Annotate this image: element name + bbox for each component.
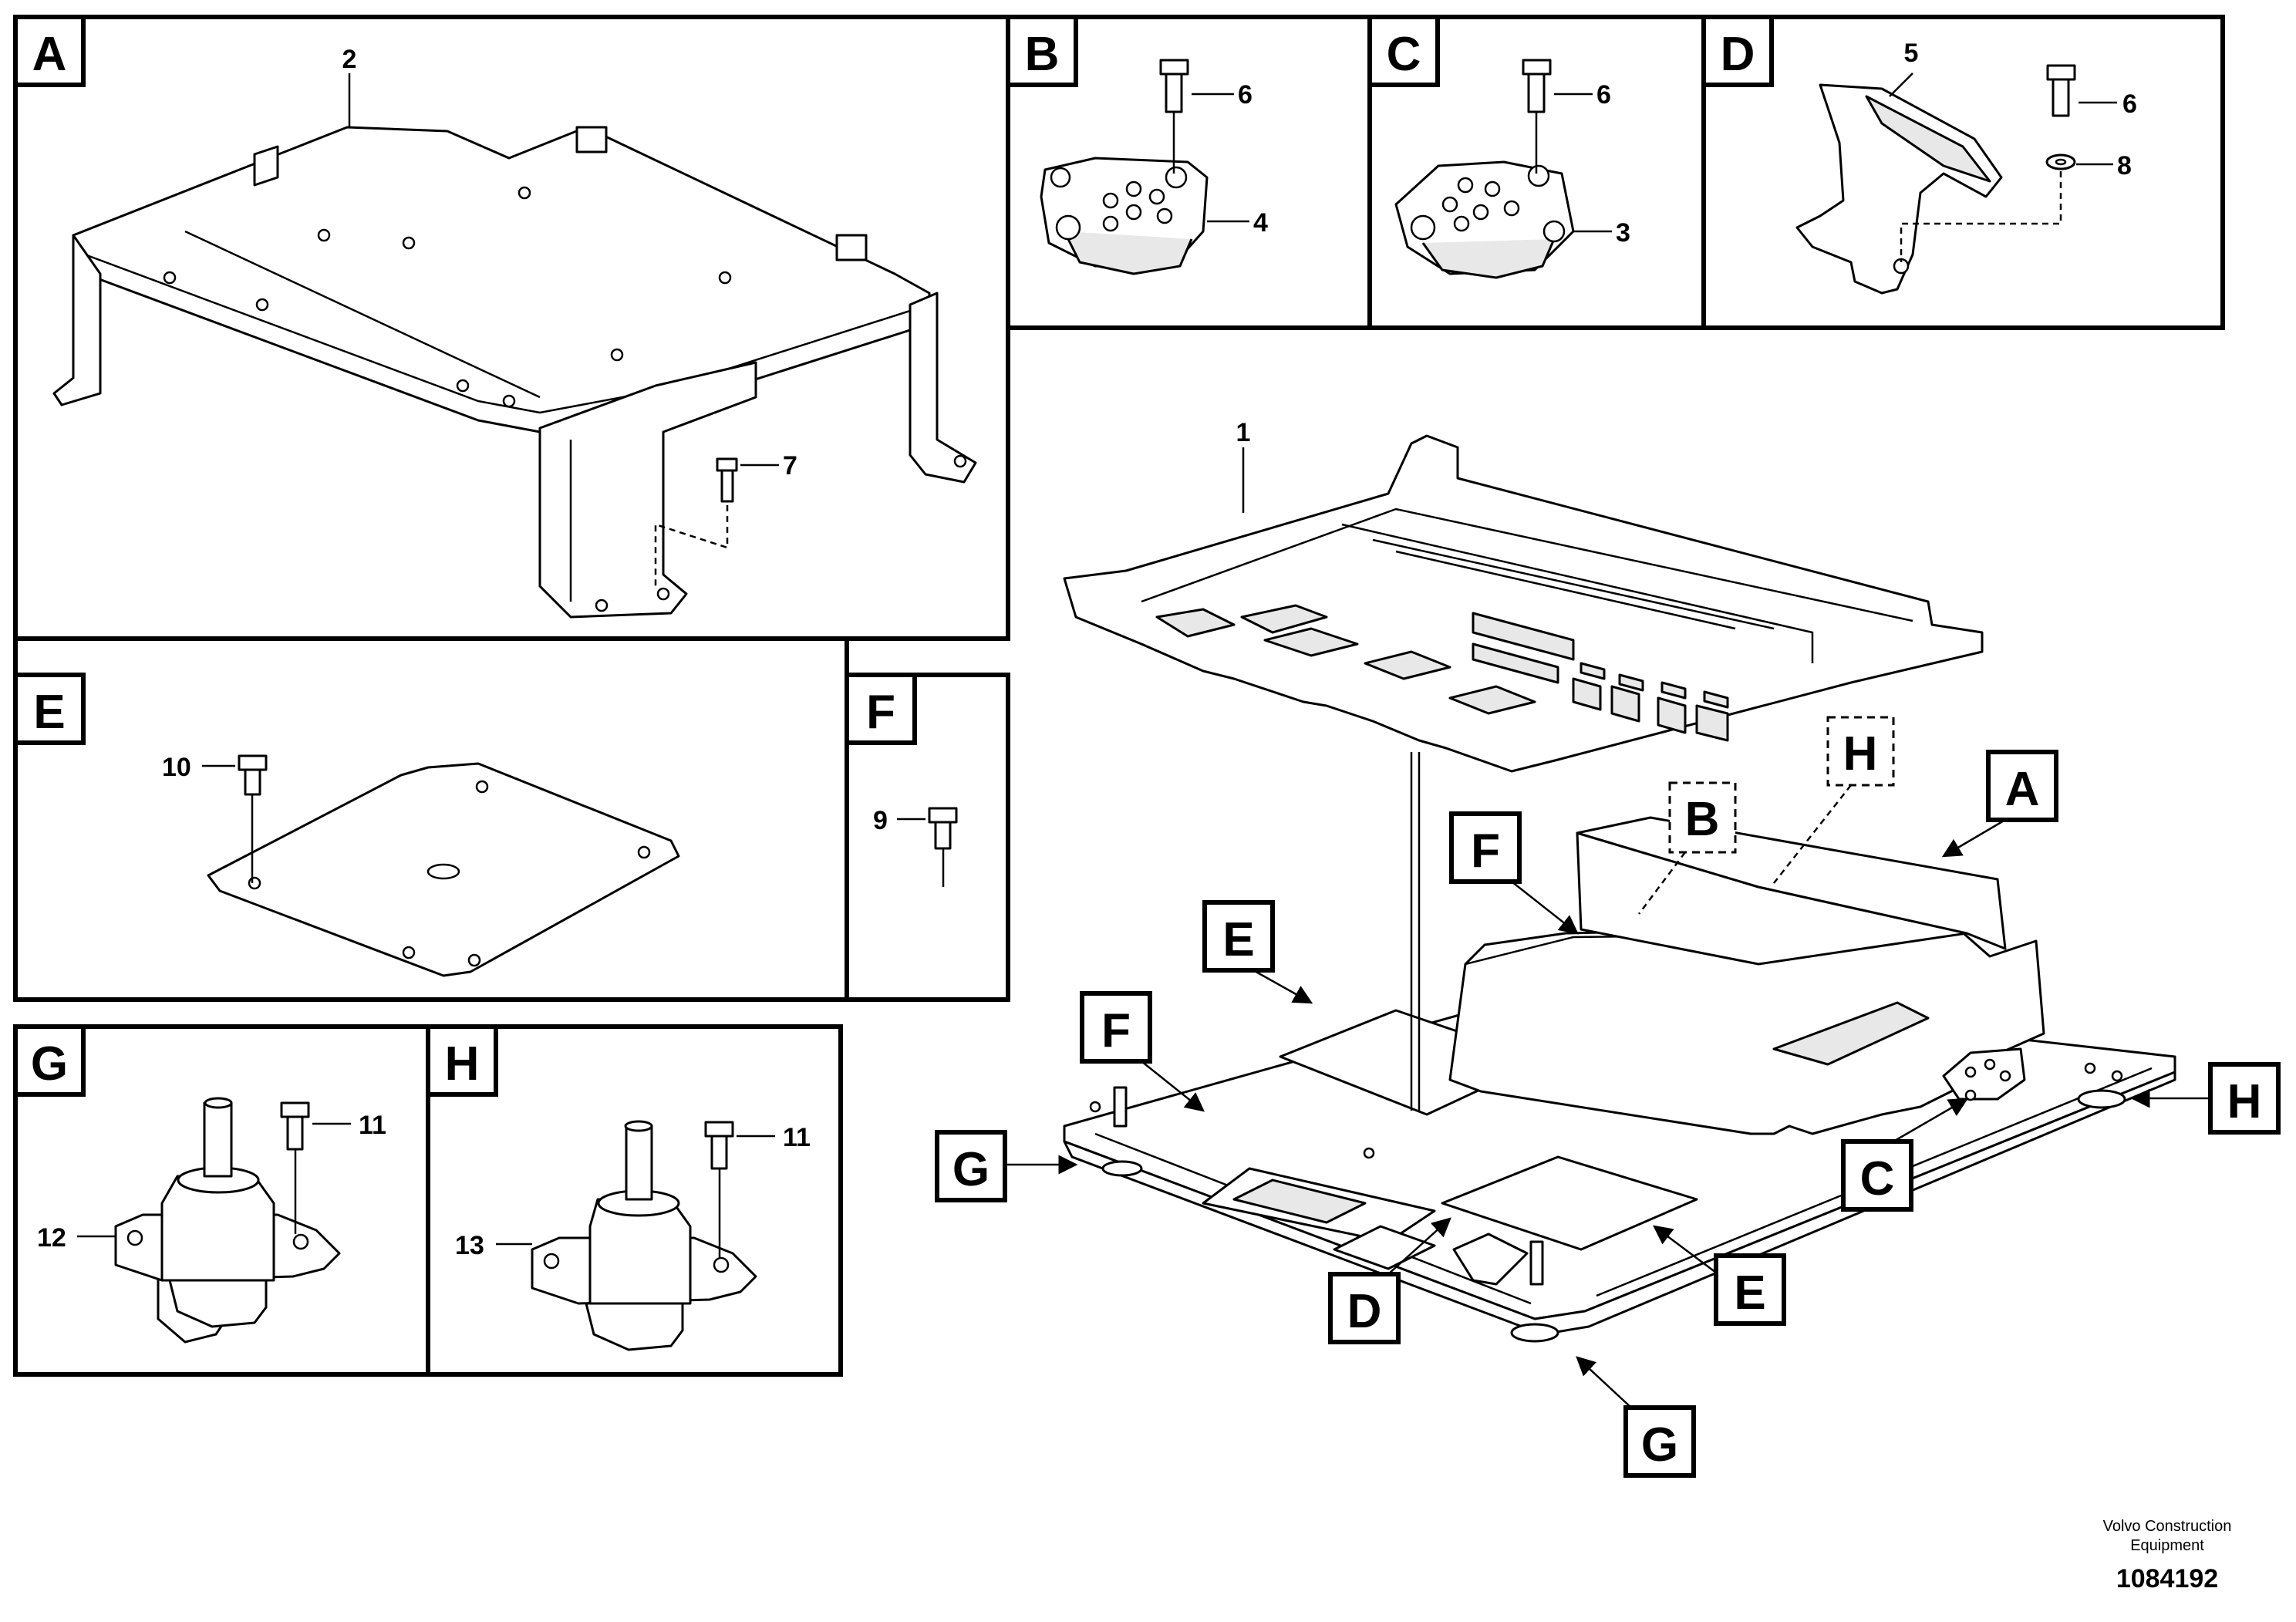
bracket-part-5	[1795, 83, 2003, 295]
washer-part-8	[2045, 153, 2076, 170]
bolt-part-9	[928, 807, 958, 887]
bolt-part-7	[654, 457, 738, 586]
callout-e-lower: E	[1734, 1266, 1765, 1320]
bolt-part-10	[238, 754, 268, 883]
callout-6-b: 6	[1238, 80, 1253, 110]
callout-7: 7	[783, 451, 797, 481]
bolt-part-11-g	[280, 1101, 310, 1234]
detail-panel-c: C 6 3	[1367, 15, 1706, 330]
mount-part-3	[1394, 160, 1575, 279]
callout-f-lower: F	[1101, 1004, 1131, 1057]
callout-b-assembly: B	[1685, 793, 1720, 846]
callout-h-right: H	[2227, 1075, 2262, 1128]
callout-c-assembly: C	[1860, 1152, 1895, 1206]
callout-5: 5	[1904, 39, 1919, 68]
main-assembly: B H F A E F G H C E D G	[935, 418, 2281, 1478]
callout-1: 1	[1236, 418, 1251, 447]
detail-panel-f: F 9	[845, 673, 1010, 1002]
callout-13: 13	[455, 1231, 484, 1260]
bolt-part-6-b	[1159, 59, 1189, 174]
drawing-number: 1084192	[2116, 1564, 2218, 1593]
panel-a-tag: A	[32, 28, 67, 81]
base-frame	[1063, 816, 2176, 1343]
callout-g-left: G	[952, 1143, 990, 1196]
detail-panel-d: D 5 6 8	[1701, 15, 2225, 330]
bolt-part-6-c	[1522, 59, 1552, 174]
callout-4: 4	[1253, 208, 1268, 238]
rubber-mount-part-12	[114, 1097, 341, 1344]
bolt-part-6-d	[2046, 64, 2076, 117]
callout-g-bottom: G	[1641, 1418, 1678, 1472]
rubber-mount-part-13	[531, 1120, 757, 1351]
drawing-footer: Volvo Construction Equipment 1084192	[2103, 1518, 2232, 1593]
panel-g-tag: G	[31, 1037, 68, 1091]
detail-panel-h: H 11 13	[426, 1024, 843, 1377]
detail-panel-g: G 11 12	[13, 1024, 430, 1377]
panel-e-tag: E	[33, 686, 65, 739]
callout-11-h: 11	[783, 1123, 811, 1152]
callout-f-upper: F	[1471, 824, 1500, 878]
callout-6-d: 6	[2122, 89, 2137, 119]
callout-3: 3	[1616, 218, 1630, 248]
panel-f-tag: F	[866, 686, 895, 739]
brand-line-1: Volvo Construction	[2103, 1518, 2232, 1535]
cover-plate-e	[207, 762, 680, 977]
seat-bracket-part-2	[52, 126, 977, 619]
bolt-part-11-h	[704, 1121, 734, 1257]
floor-cover-part-1	[1063, 434, 1984, 773]
mount-part-4	[1040, 157, 1209, 275]
panel-h-tag: H	[445, 1037, 480, 1091]
callout-h-assembly-dashed: H	[1843, 727, 1878, 781]
callout-9: 9	[873, 806, 888, 835]
panel-b-tag: B	[1025, 28, 1060, 81]
callout-10: 10	[162, 753, 191, 782]
callout-11-g: 11	[359, 1111, 386, 1140]
detail-panel-b: B 6 4	[1006, 15, 1372, 330]
panel-c-tag: C	[1387, 28, 1421, 81]
callout-e-upper: E	[1222, 913, 1254, 966]
callout-6-c: 6	[1596, 80, 1611, 110]
callout-2: 2	[342, 45, 357, 74]
callout-8: 8	[2117, 151, 2132, 180]
callout-12: 12	[37, 1223, 66, 1253]
panel-d-tag: D	[1721, 28, 1755, 81]
detail-panel-a: A	[13, 15, 1010, 641]
callout-d-assembly: D	[1347, 1285, 1382, 1338]
brand-line-2: Equipment	[2130, 1537, 2204, 1554]
callout-a-assembly: A	[2005, 763, 2040, 816]
detail-panel-e: E 10	[13, 636, 849, 1002]
